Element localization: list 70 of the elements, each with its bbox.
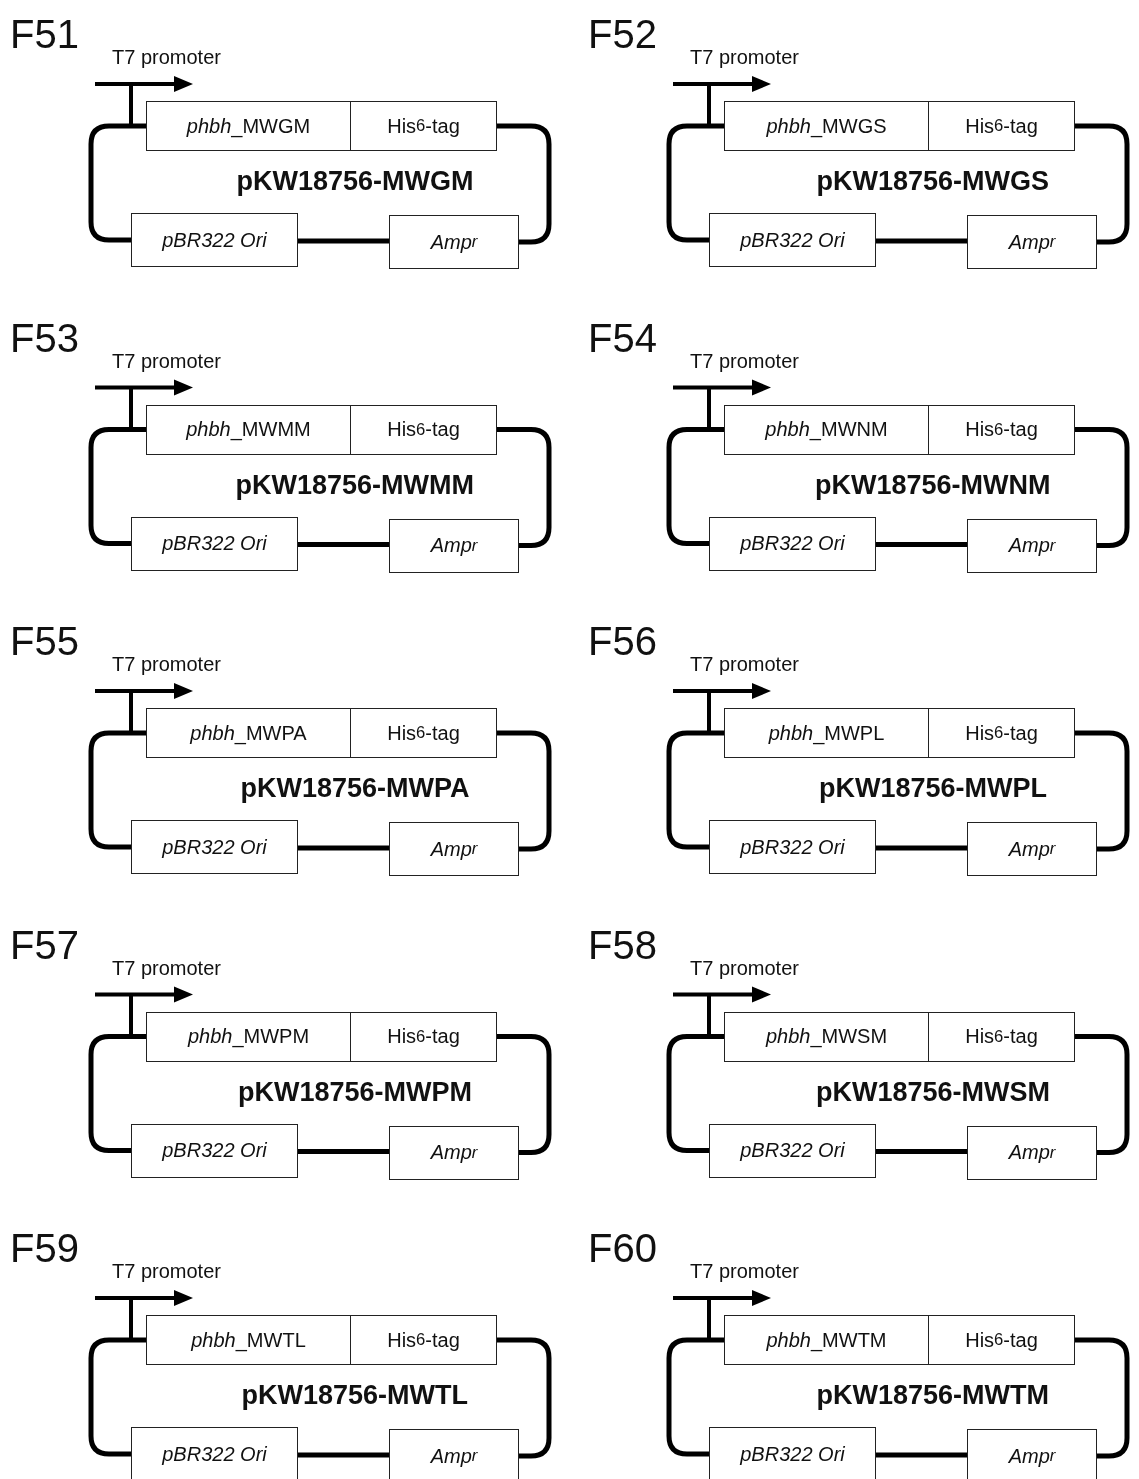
plasmid-name: pKW18756-MWGS xyxy=(816,168,1050,195)
panel-label: F60 xyxy=(588,1228,657,1268)
gene-box: phbh_MWTM xyxy=(724,1315,929,1365)
origin-box: pBR322 Ori xyxy=(131,1123,298,1178)
plasmid-name: pKW18756-MWTM xyxy=(816,1382,1049,1409)
origin-box: pBR322 Ori xyxy=(131,213,298,267)
plasmid-backbone-line xyxy=(298,845,389,851)
plasmid-name: pKW18756-MWMM xyxy=(235,471,474,499)
panel-label: F55 xyxy=(10,621,79,661)
origin-box: pBR322 Ori xyxy=(131,820,298,874)
plasmid-backbone-line xyxy=(88,1337,146,1457)
promoter-label: T7 promoter xyxy=(112,1261,221,1281)
plasmid-backbone-line xyxy=(876,1452,967,1458)
plasmid-backbone-line xyxy=(298,238,389,244)
promoter-label: T7 promoter xyxy=(112,654,221,674)
plasmid-backbone-line xyxy=(876,845,967,851)
plasmid-backbone-line xyxy=(876,1149,967,1154)
origin-box: pBR322 Ori xyxy=(709,1123,876,1178)
plasmid-backbone-line xyxy=(88,1034,146,1153)
origin-box: pBR322 Ori xyxy=(709,1427,876,1479)
plasmid-backbone-line xyxy=(666,730,724,850)
panel-label: F58 xyxy=(588,924,657,965)
plasmid-backbone-line xyxy=(298,1452,389,1458)
promoter-label: T7 promoter xyxy=(690,654,799,674)
origin-box: pBR322 Ori xyxy=(131,516,298,571)
plasmid-backbone-line xyxy=(88,123,146,243)
origin-box: pBR322 Ori xyxy=(709,516,876,571)
panel-label: F53 xyxy=(10,317,79,358)
panel-label: F57 xyxy=(10,924,79,965)
plasmid-backbone-line xyxy=(88,730,146,850)
plasmid-name: pKW18756-MWSM xyxy=(816,1078,1051,1106)
plasmid-name: pKW18756-MWTL xyxy=(241,1382,468,1409)
origin-box: pBR322 Ori xyxy=(709,820,876,874)
plasmid-backbone-line xyxy=(876,238,967,244)
plasmid-backbone-line xyxy=(666,1337,724,1457)
plasmid-name: pKW18756-MWNM xyxy=(815,471,1051,499)
plasmid-name: pKW18756-MWGM xyxy=(236,168,474,195)
panel-label: F52 xyxy=(588,14,657,54)
promoter-label: T7 promoter xyxy=(690,47,799,67)
promoter-label: T7 promoter xyxy=(690,957,799,978)
plasmid-backbone-line xyxy=(88,427,146,546)
gene-box: phbh_MWSM xyxy=(724,1011,929,1062)
plasmid-backbone-line xyxy=(666,427,724,546)
panel-label: F59 xyxy=(10,1228,79,1268)
promoter-label: T7 promoter xyxy=(690,350,799,371)
panel-label: F56 xyxy=(588,621,657,661)
gene-box: phbh_MWPA xyxy=(146,708,351,758)
promoter-label: T7 promoter xyxy=(690,1261,799,1281)
gene-box: phbh_MWNM xyxy=(724,404,929,455)
promoter-label: T7 promoter xyxy=(112,47,221,67)
panel-label: F54 xyxy=(588,317,657,358)
gene-box: phbh_MWGS xyxy=(724,101,929,151)
plasmid-backbone-line xyxy=(298,1149,389,1154)
gene-box: phbh_MWTL xyxy=(146,1315,351,1365)
origin-box: pBR322 Ori xyxy=(709,213,876,267)
gene-box: phbh_MWMM xyxy=(146,404,351,455)
plasmid-name: pKW18756-MWPM xyxy=(238,1078,473,1106)
gene-box: phbh_MWPM xyxy=(146,1011,351,1062)
promoter-label: T7 promoter xyxy=(112,957,221,978)
plasmid-backbone-line xyxy=(666,1034,724,1153)
promoter-label: T7 promoter xyxy=(112,350,221,371)
plasmid-backbone-line xyxy=(298,542,389,547)
plasmid-name: pKW18756-MWPL xyxy=(819,775,1048,802)
gene-box: phbh_MWPL xyxy=(724,708,929,758)
plasmid-backbone-line xyxy=(666,123,724,243)
panel-label: F51 xyxy=(10,14,79,54)
plasmid-backbone-line xyxy=(876,542,967,547)
gene-box: phbh_MWGM xyxy=(146,101,351,151)
origin-box: pBR322 Ori xyxy=(131,1427,298,1479)
plasmid-name: pKW18756-MWPA xyxy=(240,775,470,802)
